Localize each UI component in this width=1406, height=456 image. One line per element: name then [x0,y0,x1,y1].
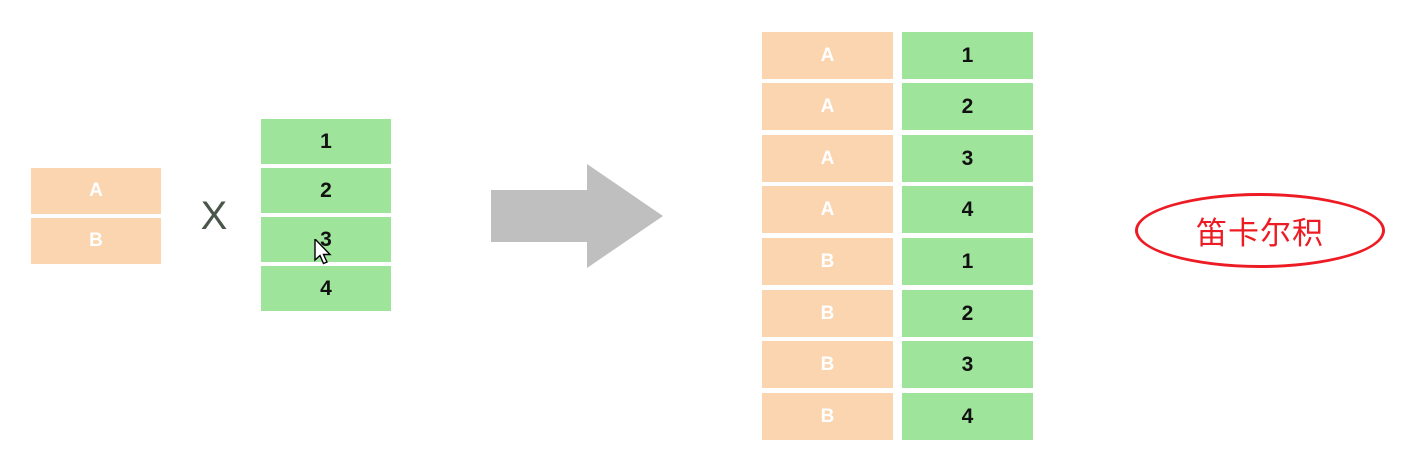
annotation-callout: 笛卡尔积 [1135,193,1385,268]
set-b-cell: 2 [261,168,391,213]
set-b-table: 1 2 3 4 [261,119,391,311]
result-right-cell: 1 [902,238,1033,285]
result-right-cell: 4 [902,186,1033,233]
result-left-cell: A [762,186,893,233]
result-left-cell: B [762,341,893,388]
set-b-cell: 4 [261,266,391,311]
cross-product-operator: X [200,193,228,238]
result-left-cell: A [762,135,893,182]
result-right-cell: 2 [902,83,1033,130]
result-right-cell: 2 [902,290,1033,337]
result-right-cell: 1 [902,32,1033,79]
cartesian-product-result-table: A 1 A 2 A 3 A 4 B 1 B 2 B 3 B 4 [762,32,1033,440]
set-a-table: A B [31,168,161,264]
set-a-cell: A [31,168,161,214]
result-right-cell: 4 [902,393,1033,440]
result-right-cell: 3 [902,135,1033,182]
result-right-cell: 3 [902,341,1033,388]
set-b-cell: 1 [261,119,391,164]
result-left-cell: A [762,32,893,79]
result-left-cell: B [762,393,893,440]
annotation-label: 笛卡尔积 [1196,216,1324,252]
result-left-cell: B [762,290,893,337]
set-a-cell: B [31,218,161,264]
right-arrow-icon [491,164,663,268]
result-left-cell: A [762,83,893,130]
ellipse-shape [1135,193,1385,268]
result-left-cell: B [762,238,893,285]
set-b-cell: 3 [261,217,391,262]
